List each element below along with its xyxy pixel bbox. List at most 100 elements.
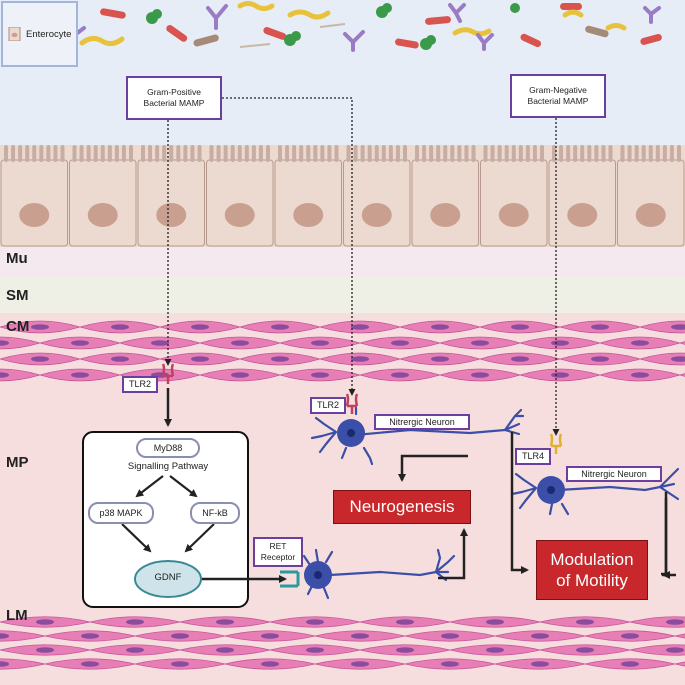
enterocyte-nucleus — [156, 203, 187, 227]
muscle-nucleus — [431, 356, 449, 362]
tlr2-label-left: TLR2 — [122, 376, 158, 393]
layer-label-cm: CM — [6, 318, 30, 335]
muscle-cell — [638, 320, 685, 334]
muscle-nucleus — [126, 647, 144, 653]
longitudinal-muscle-layer — [0, 616, 685, 670]
enterocyte-nucleus — [293, 203, 324, 227]
muscle-nucleus — [391, 372, 409, 378]
muscle-nucleus — [31, 324, 49, 330]
muscle-nucleus — [191, 324, 209, 330]
muscle-cell — [678, 373, 685, 377]
muscle-nucleus — [306, 647, 324, 653]
nitrergic-neuron-label-2: Nitrergic Neuron — [566, 466, 662, 482]
layer-label-lm: LM — [6, 607, 28, 624]
muscle-nucleus — [171, 633, 189, 639]
muscle-nucleus — [36, 619, 54, 625]
muscle-nucleus — [231, 340, 249, 346]
muscle-nucleus — [0, 372, 9, 378]
microvilli — [4, 145, 65, 162]
muscle-nucleus — [111, 324, 129, 330]
muscle-nucleus — [271, 356, 289, 362]
muscle-nucleus — [396, 619, 414, 625]
muscle-nucleus — [0, 661, 9, 667]
muscle-nucleus — [351, 633, 369, 639]
nfkb-node: NF-kB — [190, 502, 240, 524]
ret-receptor-icon — [280, 570, 300, 588]
muscle-nucleus — [621, 661, 639, 667]
muscle-nucleus — [531, 661, 549, 667]
microvilli — [209, 145, 270, 162]
muscle-nucleus — [591, 356, 609, 362]
muscle-nucleus — [171, 661, 189, 667]
submucosa-region — [0, 277, 685, 313]
microvilli — [620, 145, 681, 162]
muscle-nucleus — [441, 661, 459, 667]
microvilli — [483, 145, 544, 162]
muscle-nucleus — [441, 633, 459, 639]
gram-positive-label: Gram-Positive Bacterial MAMP — [143, 87, 205, 108]
tlr4-receptor-icon — [549, 433, 563, 454]
enterocyte-nucleus — [635, 203, 666, 227]
muscle-nucleus — [261, 633, 279, 639]
gram-negative-mamp-box: Gram-Negative Bacterial MAMP — [510, 74, 606, 118]
enterocyte-label: Enterocyte — [26, 28, 72, 40]
muscle-nucleus — [261, 661, 279, 667]
circular-muscle-layer — [0, 320, 685, 382]
muscle-nucleus — [271, 324, 289, 330]
muscle-nucleus — [0, 633, 9, 639]
muscle-nucleus — [531, 633, 549, 639]
microvilli — [72, 145, 133, 162]
muscle-nucleus — [551, 372, 569, 378]
tlr4-label: TLR4 — [515, 448, 551, 465]
neurogenesis-box: Neurogenesis — [333, 490, 471, 524]
microvilli — [141, 145, 202, 162]
muscle-nucleus — [631, 340, 649, 346]
gram-positive-mamp-box: Gram-Positive Bacterial MAMP — [126, 76, 222, 120]
muscle-nucleus — [216, 647, 234, 653]
muscle-nucleus — [0, 340, 9, 346]
enterocyte-nucleus — [361, 203, 392, 227]
tlr2-label-mid: TLR2 — [310, 397, 346, 414]
muscle-nucleus — [306, 619, 324, 625]
muscle-nucleus — [71, 340, 89, 346]
muscle-nucleus — [71, 372, 89, 378]
ret-receptor-label: RET Receptor — [253, 537, 303, 567]
ret-neuron-nucleus — [314, 571, 322, 579]
tlr2-receptor-icon — [161, 363, 175, 384]
muscle-nucleus — [391, 340, 409, 346]
microvilli — [278, 145, 339, 162]
microvilli — [552, 145, 613, 162]
muscle-nucleus — [471, 372, 489, 378]
pathway-box — [82, 431, 249, 608]
tlr2-receptor-mid-icon — [345, 393, 359, 414]
muscle-nucleus — [231, 372, 249, 378]
muscle-nucleus — [666, 647, 684, 653]
nitrergic-neuron-2 — [510, 467, 680, 516]
muscle-nucleus — [486, 647, 504, 653]
muscle-cell — [674, 633, 685, 639]
enterocyte-legend: Enterocyte — [1, 1, 78, 67]
muscle-nucleus — [396, 647, 414, 653]
layer-label-mu: Mu — [6, 250, 28, 267]
enterocyte-nucleus — [430, 203, 461, 227]
muscle-nucleus — [36, 647, 54, 653]
muscle-nucleus — [81, 633, 99, 639]
muscle-nucleus — [431, 324, 449, 330]
gdnf-ellipse — [134, 560, 202, 598]
enterocyte-nucleus — [87, 203, 118, 227]
muscle-nucleus — [621, 633, 639, 639]
layer-label-sm: SM — [6, 287, 29, 304]
myd88-node: MyD88 — [136, 438, 200, 458]
neuron-2-nucleus — [547, 486, 555, 494]
enterocyte-nucleus — [19, 203, 50, 227]
ret-neuron — [302, 548, 456, 600]
p38-mapk-node: p38 MAPK — [88, 502, 154, 524]
muscle-nucleus — [471, 340, 489, 346]
neuron-1-nucleus — [347, 429, 355, 437]
microvilli — [346, 145, 407, 162]
muscle-nucleus — [576, 647, 594, 653]
muscle-nucleus — [551, 340, 569, 346]
muscle-nucleus — [631, 372, 649, 378]
muscle-nucleus — [511, 356, 529, 362]
